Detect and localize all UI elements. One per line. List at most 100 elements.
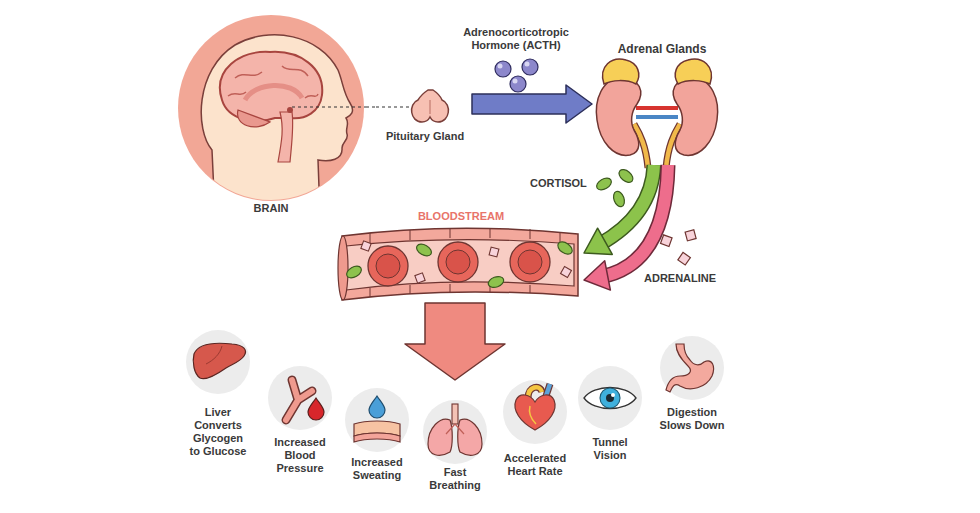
kidney-illustration <box>636 115 657 119</box>
brain-label: BRAIN <box>176 202 366 215</box>
node-circle <box>423 400 487 464</box>
brain-illustration <box>245 85 302 100</box>
pituitary-illustration <box>376 106 410 107</box>
blood-vessel <box>561 267 572 278</box>
brain-illustration <box>228 66 318 98</box>
brain-illustration <box>287 107 293 113</box>
effect-label: Increased Sweating <box>342 456 412 482</box>
lungs-icon <box>458 419 482 455</box>
effect-label: Fast Breathing <box>422 466 488 492</box>
effect-arrow <box>405 303 505 380</box>
stomach-icon <box>666 344 714 392</box>
block-arrow <box>472 85 592 123</box>
curved-arrow-outline <box>600 165 654 244</box>
kidney-illustration <box>634 124 648 168</box>
hormone-arrow <box>472 85 592 123</box>
hormone-molecules <box>495 59 538 92</box>
leader-line <box>366 107 378 108</box>
hormone-molecules <box>513 79 518 84</box>
skin-icon <box>354 433 400 442</box>
arrow-head <box>584 228 612 254</box>
cortisol-pills <box>595 167 636 208</box>
eye-icon <box>611 393 615 397</box>
adrenaline-cubes <box>685 230 696 241</box>
pituitary-illustration <box>429 100 430 114</box>
effect-node: Liver Converts Glycogen to Glucose <box>178 328 258 463</box>
kidney-illustration <box>603 59 639 84</box>
heart-icon <box>528 387 542 398</box>
blood-vessel <box>438 242 478 282</box>
brain-node: BRAIN <box>176 14 366 218</box>
eye-icon <box>584 388 636 409</box>
arrow-head <box>584 261 610 290</box>
heart-icon <box>546 384 550 396</box>
skin-icon <box>369 396 385 418</box>
node-circle <box>345 388 409 452</box>
blood-vessel <box>345 264 364 281</box>
kidney-illustration <box>634 124 648 168</box>
node-outline <box>176 14 366 218</box>
curved-arrow <box>602 165 668 277</box>
adrenaline-cubes <box>678 252 691 265</box>
curved-arrow-outline <box>602 165 668 277</box>
pituitary-illustration <box>376 90 448 122</box>
brain-illustration <box>201 35 352 215</box>
blood-vessel <box>415 242 434 259</box>
kidney-illustration <box>636 106 657 110</box>
blood-vessel <box>556 239 575 256</box>
cortisol-pills <box>617 167 636 185</box>
bloodstream-node: BLOODSTREAM <box>338 210 584 303</box>
blood-vessel <box>415 273 425 283</box>
edge-label: ADRENALINE <box>644 272 716 285</box>
skin-icon <box>354 396 400 442</box>
effect-node: Increased Blood Pressure <box>260 364 340 482</box>
effect-node: Accelerated Heart Rate <box>493 378 577 486</box>
kidney-illustration <box>657 59 718 168</box>
effect-node: Increased Sweating <box>335 386 419 486</box>
blood-vessel <box>338 228 578 300</box>
node-outline <box>413 380 497 496</box>
adrenaline-cubes <box>661 230 697 265</box>
node-circle <box>578 366 642 430</box>
cortisol-pills <box>612 190 627 208</box>
block-arrow <box>405 303 505 380</box>
blood-vessel <box>342 228 578 300</box>
heart-icon <box>529 406 536 424</box>
gland-label: Adrenal Glands <box>592 42 732 56</box>
blood-vessel <box>346 240 574 290</box>
vessel-icon <box>286 380 312 420</box>
node-circle <box>186 330 250 394</box>
kidney-illustration <box>596 59 657 168</box>
cortisol-arrow <box>584 165 654 254</box>
effect-node: Tunnel Vision <box>570 364 650 468</box>
liver-icon <box>206 346 222 364</box>
edge-label: Adrenocorticotropic Hormone (ACTH) <box>451 26 581 52</box>
brain-illustration <box>292 106 366 107</box>
liver-icon <box>193 343 245 378</box>
heart-icon <box>528 387 542 398</box>
gland-label: Pituitary Gland <box>378 130 472 143</box>
blood-vessel <box>518 250 542 274</box>
lungs-icon <box>428 419 452 455</box>
adrenal-node: Adrenal Glands <box>592 40 732 165</box>
liver-icon <box>193 343 245 378</box>
vessel-icon <box>286 380 312 420</box>
brain-illustration <box>220 52 322 121</box>
kidney-illustration <box>596 78 640 155</box>
heart-icon <box>515 395 555 430</box>
node-circle <box>503 380 567 444</box>
adrenaline-cubes <box>661 235 673 247</box>
eye-icon <box>584 388 636 409</box>
effect-label: Digestion Slows Down <box>656 406 728 432</box>
eye-icon <box>600 388 620 408</box>
blood-vessel <box>510 242 550 282</box>
vessel-icon <box>286 380 324 420</box>
pituitary-illustration <box>412 90 449 122</box>
curved-arrow <box>600 165 654 244</box>
bloodstream-label: BLOODSTREAM <box>338 210 584 223</box>
effect-node: Fast Breathing <box>413 380 497 496</box>
